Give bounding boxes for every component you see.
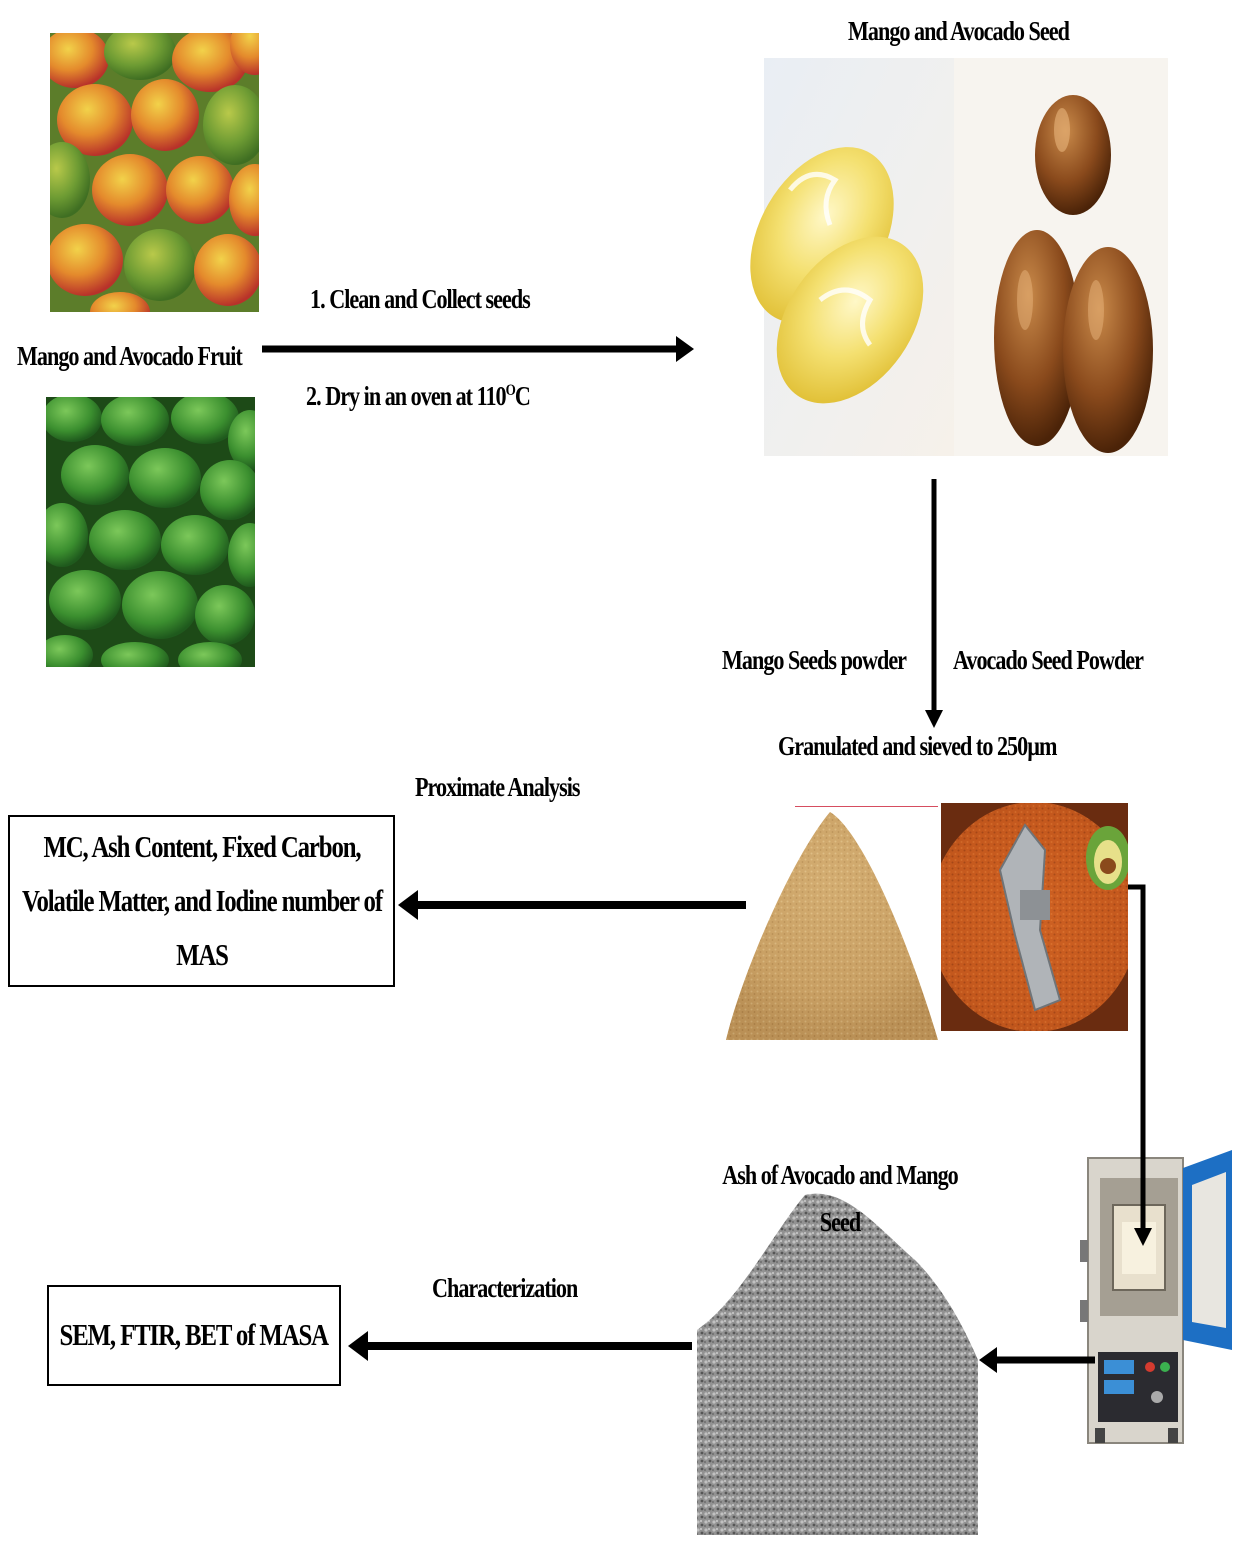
ash-label-line-1: Ash of Avocado and Mango xyxy=(676,1160,1004,1191)
mango-avocado-seed-image xyxy=(721,58,1168,456)
arrow-seed-to-powder xyxy=(925,479,943,728)
proximate-box-line-2: Volatile Matter, and Iodine number of xyxy=(22,874,382,928)
step-1-label: 1. Clean and Collect seeds xyxy=(310,284,530,315)
degree-symbol: O xyxy=(506,382,515,399)
granulated-label: Granulated and sieved to 250µm xyxy=(778,731,1056,762)
ash-label: Ash of Avocado and Mango Seed xyxy=(676,1160,1004,1238)
proximate-box-line-3: MAS xyxy=(22,928,382,982)
ash-label-line-2: Seed xyxy=(676,1207,1004,1238)
step-2-text: 2. Dry in an oven at 110 xyxy=(306,381,506,411)
characterization-label: Characterization xyxy=(432,1273,577,1304)
arrow-furnace-to-ash xyxy=(979,1347,1095,1373)
mango-seed-powder-image xyxy=(726,806,938,1042)
arrow-powder-to-proximate xyxy=(398,890,746,920)
mango-fruit-image xyxy=(34,15,281,332)
proximate-label: Proximate Analysis xyxy=(415,772,580,803)
step-2-unit: C xyxy=(515,381,530,411)
arrow-fruit-to-seed xyxy=(262,336,694,362)
proximate-analysis-box: MC, Ash Content, Fixed Carbon, Volatile … xyxy=(8,815,395,987)
characterization-box: SEM, FTIR, BET of MASA xyxy=(47,1285,341,1386)
mango-powder-label: Mango Seeds powder xyxy=(722,645,906,676)
avocado-powder-label: Avocado Seed Powder xyxy=(953,645,1143,676)
ash-image xyxy=(697,1194,978,1535)
seed-label: Mango and Avocado Seed xyxy=(848,16,1069,47)
arrow-ash-to-characterization xyxy=(348,1331,692,1361)
characterization-box-text: SEM, FTIR, BET of MASA xyxy=(60,1308,328,1362)
muffle-furnace-image xyxy=(1080,1150,1232,1443)
avocado-fruit-image xyxy=(36,392,272,678)
fruit-label: Mango and Avocado Fruit xyxy=(17,341,242,372)
avocado-seed-powder-image xyxy=(929,802,1139,1032)
proximate-box-text: MC, Ash Content, Fixed Carbon, Volatile … xyxy=(0,820,426,983)
step-2-label: 2. Dry in an oven at 110OC xyxy=(306,381,530,412)
proximate-box-line-1: MC, Ash Content, Fixed Carbon, xyxy=(22,820,382,874)
